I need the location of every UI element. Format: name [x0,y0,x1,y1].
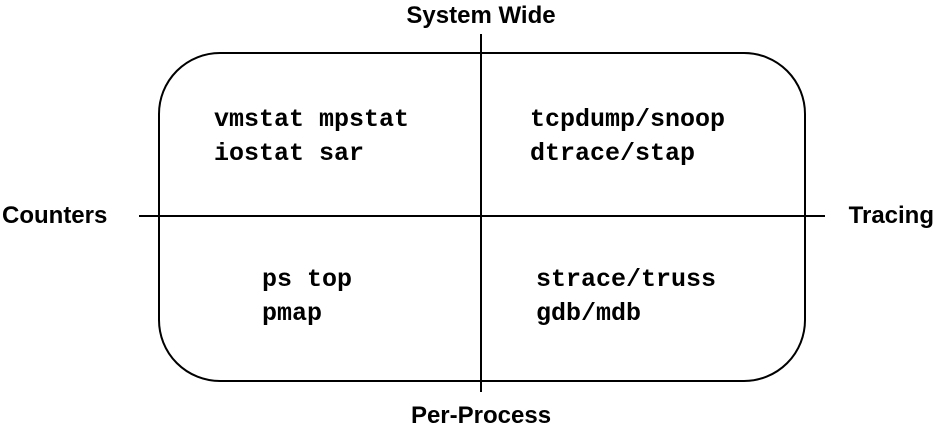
tool-list-line: pmap [262,299,323,328]
vertical-axis [480,34,482,392]
tool-list-line: iostat sar [214,139,365,168]
quadrant-system-wide-counters: vmstat mpstat iostat sar [214,103,409,171]
tool-list-line: gdb/mdb [536,299,642,328]
axis-label-tracing: Tracing [848,202,934,229]
tool-list-line: tcpdump/snoop [530,105,726,134]
quadrant-per-process-counters: ps top pmap [262,263,352,331]
tool-list-line: ps top [262,265,353,294]
axis-label-per-process: Per-Process [410,402,552,429]
tool-list-line: strace/truss [536,265,717,294]
quadrant-per-process-tracing: strace/truss gdb/mdb [536,263,716,331]
tool-list-line: dtrace/stap [530,139,696,168]
tool-list-line: vmstat mpstat [214,105,410,134]
horizontal-axis [139,215,825,217]
rounded-frame [158,52,806,382]
axis-label-system-wide: System Wide [406,2,556,29]
axis-label-counters: Counters [2,202,108,229]
quadrant-system-wide-tracing: tcpdump/snoop dtrace/stap [530,103,725,171]
